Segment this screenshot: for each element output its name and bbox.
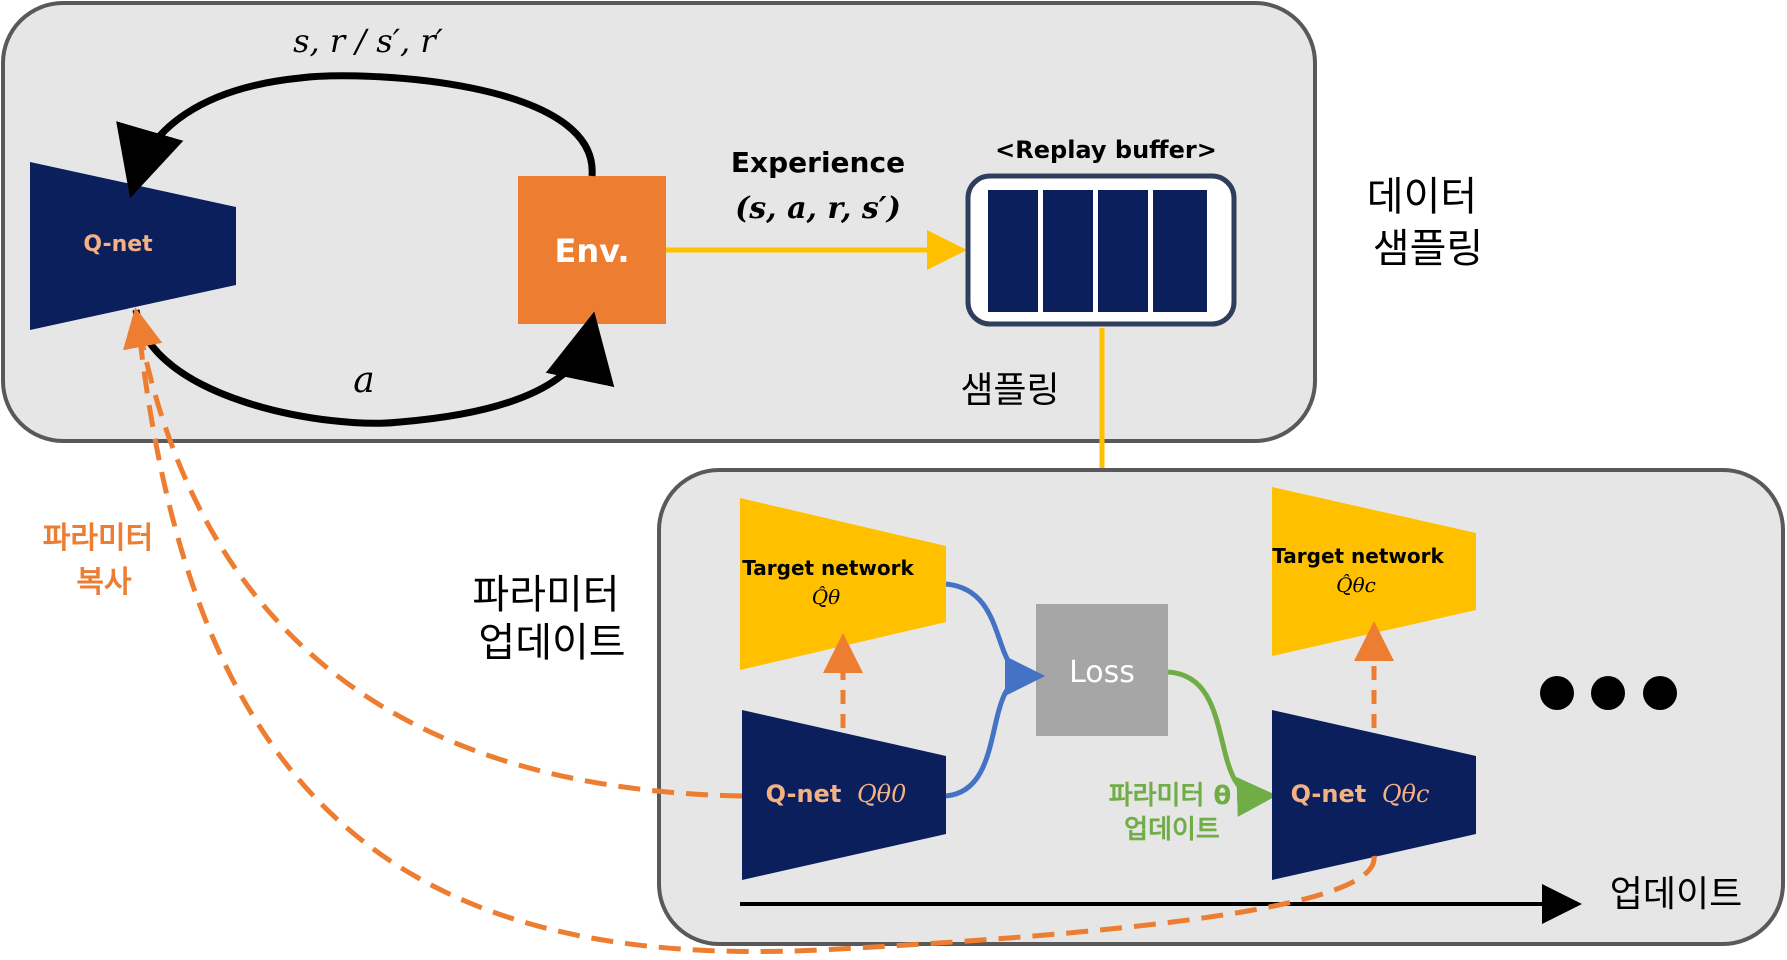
qnet-shape: [30, 162, 236, 330]
qnetc-text: Q-net: [1291, 780, 1367, 808]
loss-label: Loss: [1069, 655, 1135, 690]
env-box: [518, 176, 666, 324]
sampling-panel-label-1: 데이터: [1367, 174, 1477, 220]
replay-buffer-slot: [1098, 190, 1148, 312]
target-q-label: Q̂θ: [812, 585, 840, 609]
target-q-c-label: Q̂θc: [1336, 573, 1376, 597]
qnetc-shape: [1272, 710, 1476, 880]
theta-update-line1: 파라미터 θ: [1109, 781, 1232, 811]
replay-buffer-slots: [988, 190, 1207, 312]
param-copy-curve-inner: [123, 307, 743, 799]
qnet0-to-loss-arrow: [945, 656, 1045, 799]
replay-buffer-slot: [988, 190, 1038, 312]
qnet0-text: Q-net: [766, 780, 842, 808]
qnet-label: Q-net: [83, 232, 153, 257]
param-copy-label-2: 복사: [76, 565, 132, 600]
qnetc-label: Q-net Qθc: [1291, 780, 1430, 808]
replay-buffer-slot: [1043, 190, 1093, 312]
ellipsis-dot: [1643, 676, 1677, 710]
state-reward-arrow: [116, 72, 596, 199]
sampling-label: 샘플링: [960, 370, 1059, 411]
sampling-panel-label-2: 샘플링: [1373, 226, 1483, 272]
target-network-shape: [740, 498, 946, 670]
replay-buffer-slot: [1153, 190, 1207, 312]
replay-buffer-label: <Replay buffer>: [995, 136, 1217, 164]
param-copy-curve-outer: [135, 321, 1377, 955]
target-network-c-label: Target network: [1272, 544, 1444, 568]
param-copy-label-1: 파라미터: [43, 521, 153, 556]
qnet0-label: Q-net Qθ0: [766, 780, 907, 808]
target-network-label: Target network: [742, 556, 914, 580]
update-panel-label-1: 파라미터: [472, 572, 619, 618]
ellipsis: [1540, 676, 1677, 710]
loss-box: [1036, 604, 1168, 736]
ellipsis-dot: [1591, 676, 1625, 710]
qnetc-math: Qθc: [1382, 780, 1430, 808]
env-label: Env.: [554, 232, 629, 270]
experience-tuple: (s, a, r, s′): [735, 191, 901, 226]
target-network-c-shape: [1272, 487, 1476, 656]
ellipsis-dot: [1540, 676, 1574, 710]
qnet0-math: Qθ0: [857, 780, 906, 808]
theta-update-line2: 업데이트: [1124, 815, 1220, 845]
action-label: a: [353, 360, 374, 401]
action-arrow: [132, 309, 615, 427]
timeline-label: 업데이트: [1610, 874, 1742, 915]
state-reward-label: s, r / s′, r′: [293, 22, 444, 60]
update-panel-label-2: 업데이트: [478, 620, 625, 666]
qnet0-shape: [742, 710, 946, 880]
experience-label: Experience: [731, 146, 905, 179]
loss-to-qnetc-arrow: [1167, 669, 1277, 817]
